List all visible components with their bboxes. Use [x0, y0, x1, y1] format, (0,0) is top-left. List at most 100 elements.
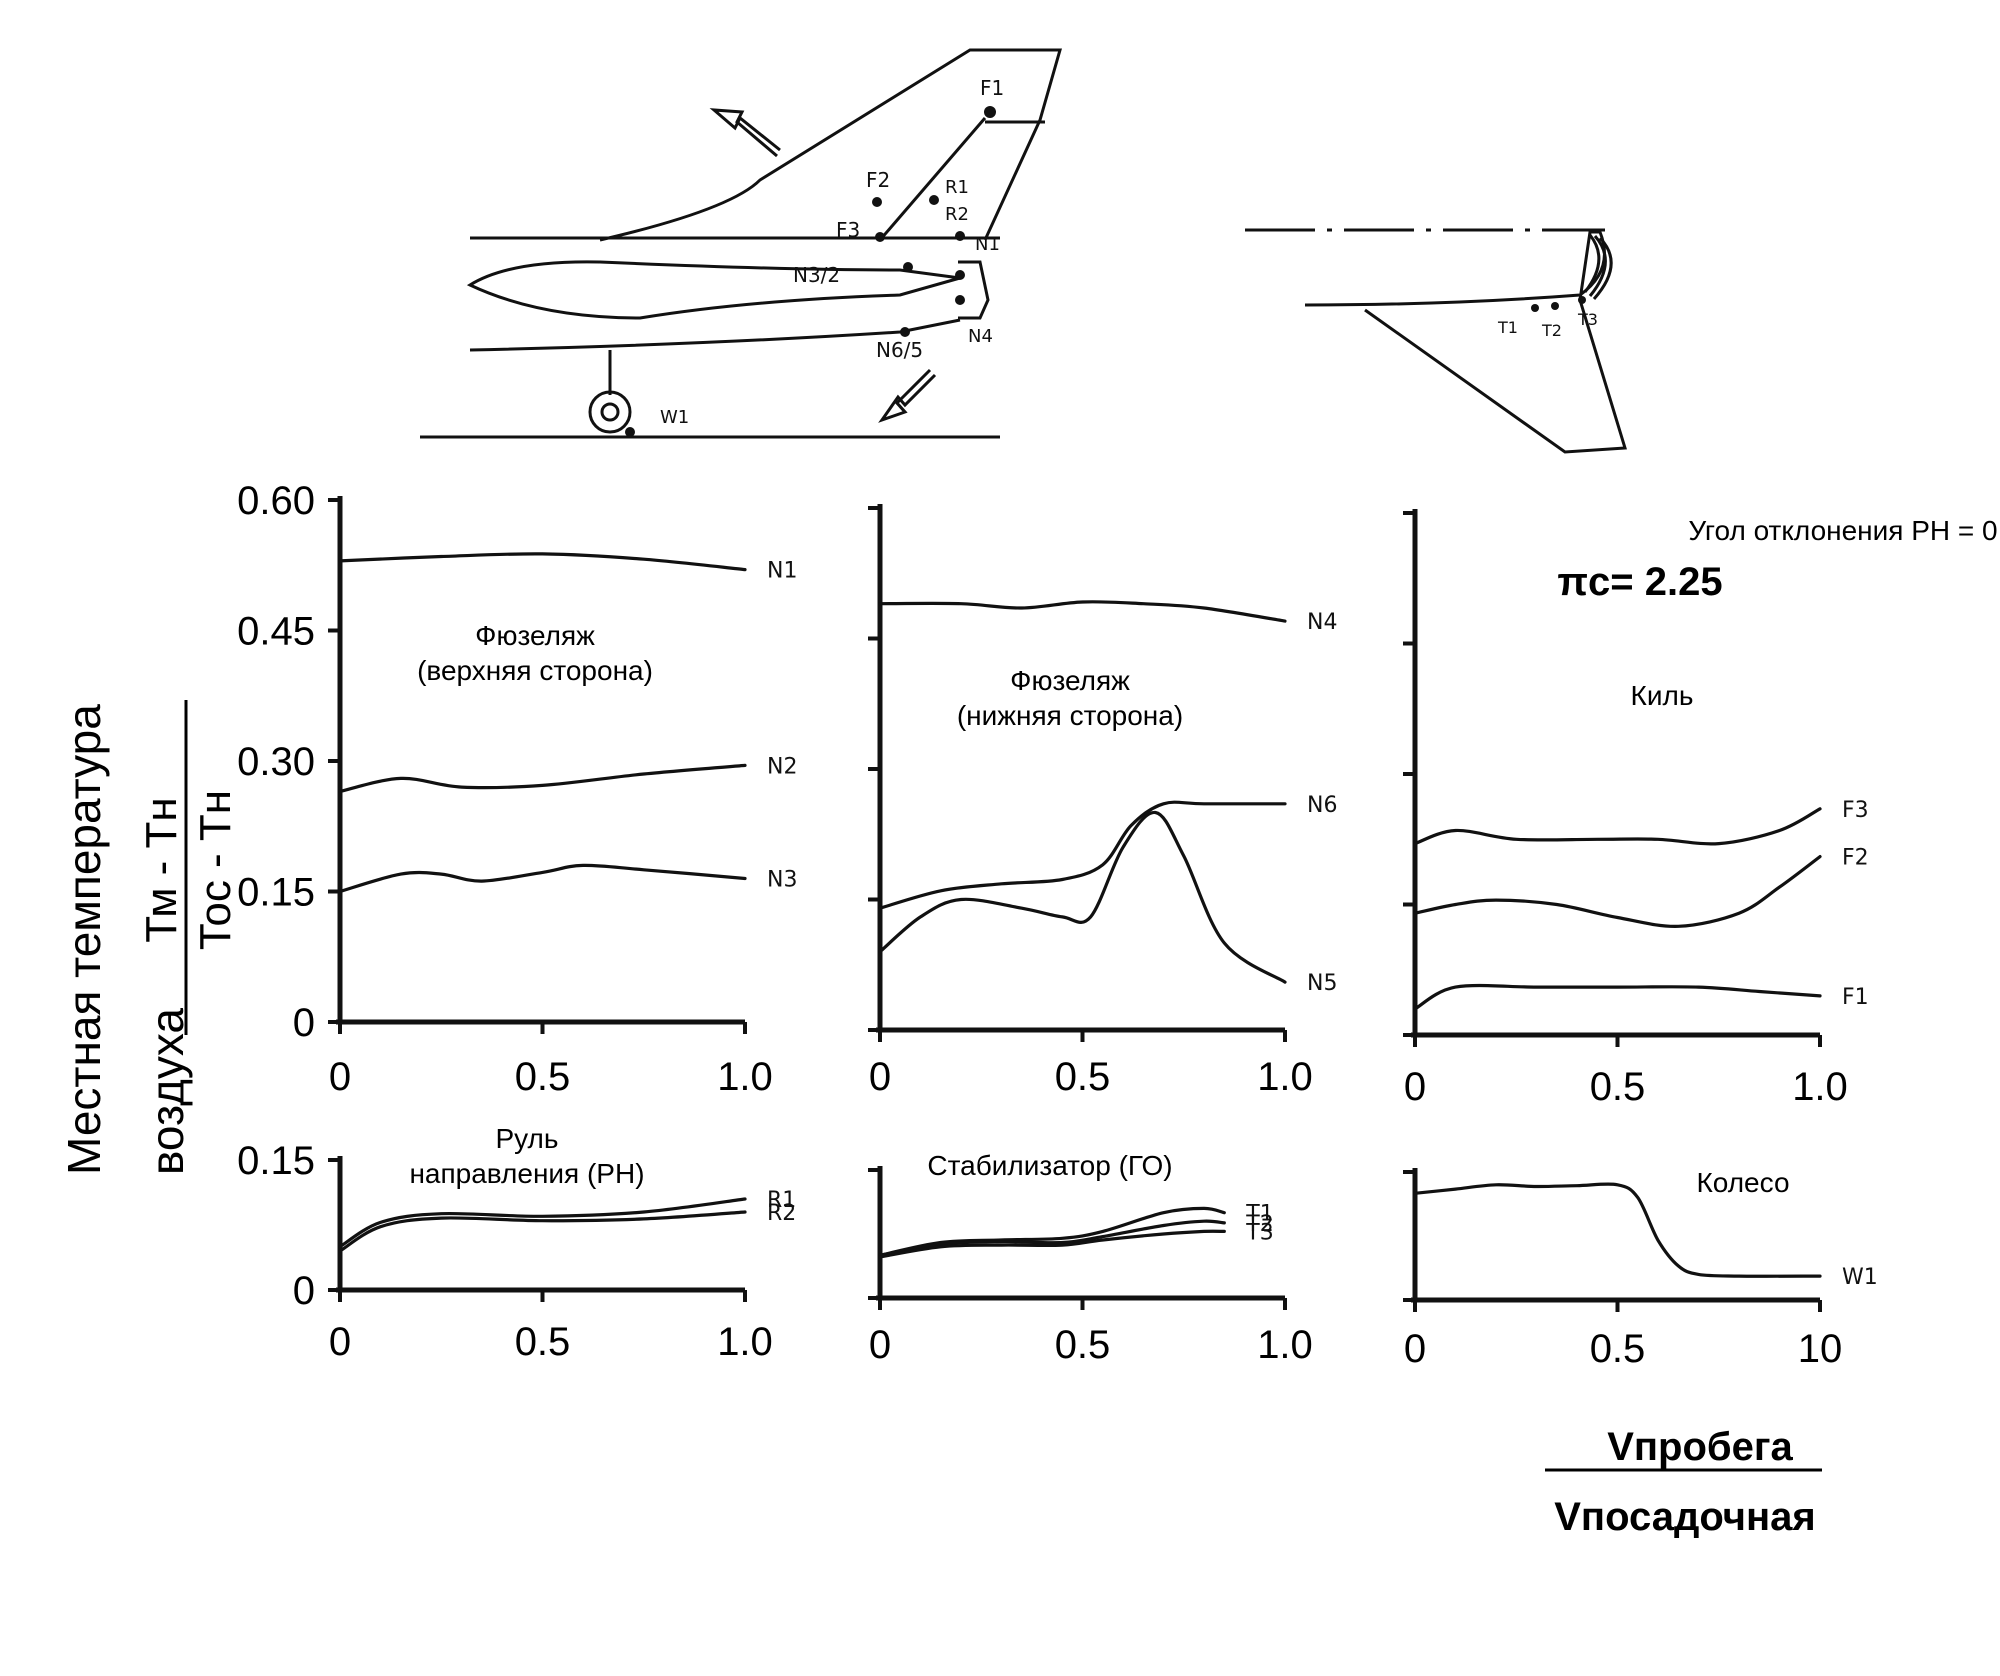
- arrow-up-icon: [709, 108, 781, 158]
- series-label-r2: R2: [767, 1201, 796, 1226]
- series-label-n3: N3: [767, 867, 797, 892]
- x-tick-label: 1.0: [1257, 1323, 1313, 1367]
- panel-title: Киль: [1631, 680, 1694, 711]
- series-line-t2: [878, 1219, 1226, 1257]
- x-tick-label: 0.5: [1590, 1065, 1646, 1109]
- tail-sensor-points: [1531, 296, 1586, 312]
- series-label-t2: T2: [1245, 1212, 1273, 1237]
- x-tick-label: 1.0: [1792, 1065, 1848, 1109]
- fin-outline: [599, 48, 1062, 242]
- y-tick-label: 0.15: [237, 1139, 315, 1183]
- wheel: [588, 390, 632, 434]
- x-tick-label: 0.5: [1055, 1055, 1111, 1099]
- series-label-n1: N1: [767, 559, 797, 584]
- tail-label-t3: T3: [1577, 310, 1598, 329]
- fuselage-lower: [469, 318, 961, 352]
- y-tick-label: 0: [293, 1269, 315, 1313]
- diagram-label-f1: F1: [980, 76, 1004, 100]
- x-tick-label: 0: [869, 1323, 891, 1367]
- panel-title: Фюзеляж(нижняя сторона): [957, 665, 1183, 731]
- x-tick-label: 1.0: [1257, 1055, 1313, 1099]
- y-tick-label: 0.60: [237, 479, 315, 523]
- series-label-f1: F1: [1842, 985, 1869, 1010]
- series-line-n5: [878, 810, 1287, 984]
- side-diagram-labels: F1 F2 R1 R2 F3 N1 N3/2 N4 N6/5 W1: [660, 76, 1004, 428]
- diagram-label-r1: R1: [945, 177, 969, 198]
- arrow-down-icon: [878, 368, 937, 423]
- diagram-label-n1: N1: [975, 234, 1000, 255]
- aircraft-side-diagram: [420, 48, 1062, 439]
- x-tick-label: 0: [329, 1055, 351, 1099]
- chart-panels: 0 0.15 0.30 0.45 0.60 0 0.5 1.0 Фюзеляж(верхняя …: [237, 479, 1878, 1371]
- stabilizer-outline: [1304, 230, 1627, 454]
- diagram-label-n32: N3/2: [793, 263, 840, 287]
- series-line-r1: [338, 1197, 747, 1249]
- diagram-label-w1: W1: [660, 407, 689, 428]
- x-tick-label: 0: [869, 1055, 891, 1099]
- diagram-label-n4: N4: [968, 326, 993, 347]
- tail-label-t2: T2: [1541, 321, 1562, 340]
- svg-text:Местная температура: Местная температура: [58, 704, 110, 1175]
- y-tick-label: 0.30: [237, 740, 315, 784]
- diagram-label-n65: N6/5: [876, 338, 923, 362]
- svg-text:Тос - Тн: Тос - Тн: [191, 790, 240, 950]
- series-line-n1: [338, 552, 747, 572]
- series-label-f2: F2: [1842, 846, 1869, 871]
- y-axis-denominator: Тос - Тн: [191, 790, 240, 950]
- panel-title: Стабилизатор (ГО): [927, 1150, 1172, 1181]
- panel-title: Фюзеляж(верхняя сторона): [417, 620, 653, 686]
- x-tick-label: 1.0: [717, 1320, 773, 1364]
- rudder-hinge: [878, 117, 987, 241]
- series-label-r1: R1: [767, 1188, 796, 1213]
- x-tick-label: 1.0: [717, 1055, 773, 1099]
- series-label-w1: W1: [1842, 1265, 1878, 1290]
- x-axis-denominator: Vпосадочная: [1554, 1495, 1816, 1539]
- x-tick-label: 0.5: [1590, 1327, 1646, 1371]
- series-line-n2: [338, 763, 747, 794]
- series-line-n3: [338, 863, 747, 894]
- x-tick-label: 0.5: [515, 1320, 571, 1364]
- x-tick-label: 0.5: [515, 1055, 571, 1099]
- series-line-f3: [1413, 807, 1822, 846]
- series-line-w1: [1413, 1182, 1822, 1278]
- series-label-n4: N4: [1307, 610, 1337, 635]
- rudder-angle-note: Угол отклонения РН = 0: [1688, 515, 1997, 546]
- x-axis-numerator: Vпробега: [1607, 1425, 1793, 1469]
- wing-shape: [466, 260, 961, 320]
- svg-text:воздуха: воздуха: [141, 1008, 193, 1175]
- stabilizer-planform-diagram: [1245, 228, 1627, 454]
- series-line-t1: [878, 1206, 1226, 1257]
- diagram-label-f3: F3: [836, 218, 860, 242]
- series-line-n6: [878, 800, 1287, 910]
- series-label-t1: T1: [1245, 1202, 1273, 1227]
- x-tick-label: 0.5: [1055, 1323, 1111, 1367]
- x-tick-label: 0: [1404, 1065, 1426, 1109]
- y-axis-label-line2: воздуха: [141, 1008, 193, 1175]
- diagram-label-f2: F2: [866, 168, 890, 192]
- sensor-points: [625, 106, 996, 437]
- nozzle: [958, 260, 990, 320]
- pressure-ratio-note: πc= 2.25: [1557, 560, 1722, 604]
- series-label-f3: F3: [1842, 798, 1869, 823]
- diagram-label-r2: R2: [945, 204, 969, 225]
- chart-panel-1: 0 0.15 0.30 0.45 0.60 0 0.5 1.0 Фюзеляж(верхняя …: [237, 479, 797, 1099]
- series-line-n4: [878, 600, 1287, 623]
- series-label-n6: N6: [1307, 793, 1337, 818]
- y-tick-label: 0.15: [237, 871, 315, 915]
- y-tick-label: 0.45: [237, 610, 315, 654]
- x-axis-title: Vпробега Vпосадочная: [1545, 1425, 1822, 1539]
- series-line-f2: [1413, 855, 1822, 928]
- series-line-f1: [1413, 983, 1822, 1011]
- y-axis-title: Местная температура воздуха Тм - Тн Тос …: [58, 700, 240, 1175]
- svg-text:Тм - Тн: Тм - Тн: [137, 797, 186, 942]
- x-tick-label: 10: [1798, 1327, 1843, 1371]
- x-tick-label: 0: [329, 1320, 351, 1364]
- series-line-t3: [878, 1229, 1226, 1259]
- y-tick-label: 0: [293, 1001, 315, 1045]
